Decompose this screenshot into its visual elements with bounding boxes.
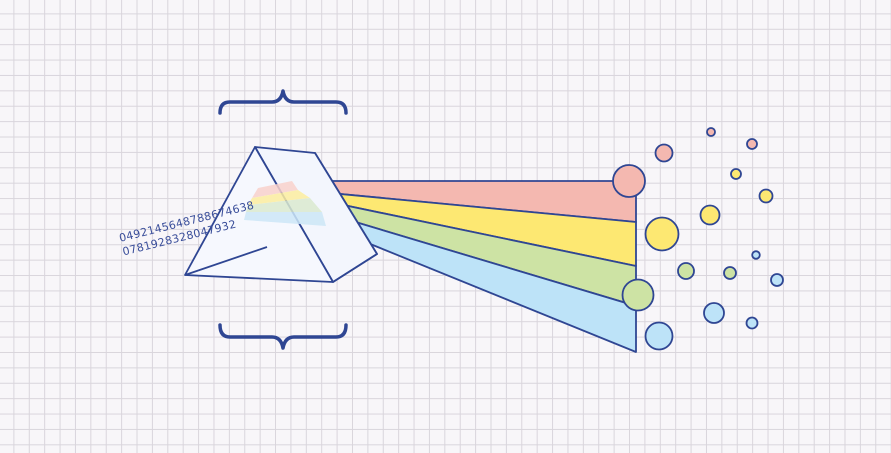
dots bbox=[612, 127, 784, 351]
dot-blue bbox=[770, 273, 784, 287]
dot-blue bbox=[703, 302, 725, 324]
curly-brace-top-icon bbox=[218, 89, 348, 115]
dot-blue bbox=[745, 316, 759, 330]
dot-red bbox=[654, 143, 674, 163]
dot-green bbox=[723, 266, 737, 280]
dot-red bbox=[612, 164, 646, 198]
dot-green bbox=[621, 278, 655, 312]
rainbow-beams bbox=[291, 180, 637, 353]
curly-brace-bottom-icon bbox=[218, 323, 348, 350]
dot-yellow bbox=[699, 204, 721, 226]
dot-yellow bbox=[758, 188, 774, 204]
dot-blue bbox=[644, 321, 674, 351]
dot-red bbox=[746, 138, 758, 150]
dot-yellow bbox=[644, 216, 680, 252]
prism-inner-light bbox=[244, 181, 326, 226]
dot-yellow bbox=[730, 168, 742, 180]
dot-red bbox=[706, 127, 716, 137]
dot-blue bbox=[751, 250, 761, 260]
dot-green bbox=[677, 262, 695, 280]
